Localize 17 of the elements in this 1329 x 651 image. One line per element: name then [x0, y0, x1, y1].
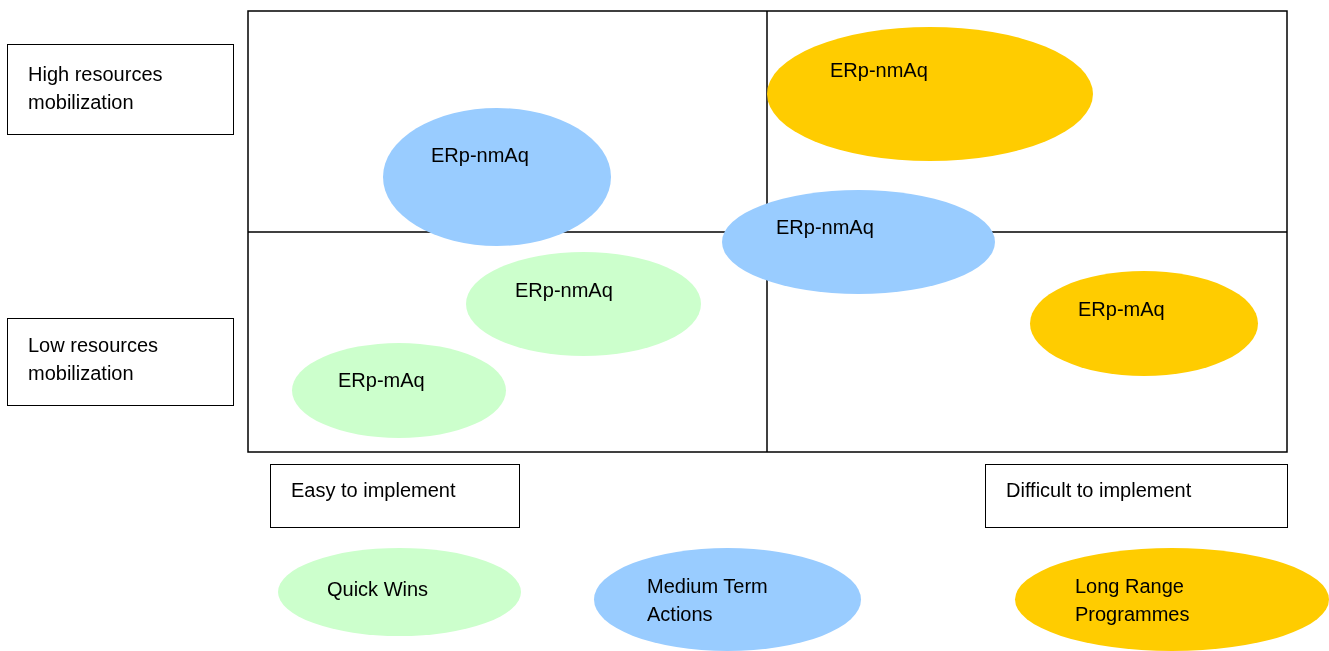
node-label: ERp-nmAq: [515, 278, 614, 303]
node-label: Long Range Programmes: [1075, 574, 1191, 627]
node-label: High resources mobilization: [28, 62, 164, 115]
node-label: Difficult to implement: [1006, 478, 1193, 503]
node-label: ERp-mAq: [338, 368, 426, 393]
node-label: ERp-nmAq: [776, 215, 875, 240]
node-label: ERp-mAq: [1078, 297, 1166, 322]
node-label: Easy to implement: [291, 478, 457, 503]
node-label: Medium Term Actions: [647, 574, 769, 627]
node-label: Low resources mobilization: [28, 333, 160, 386]
axis-label-box: [270, 464, 520, 528]
node-label: ERp-nmAq: [431, 143, 530, 168]
axis-label-box: [7, 318, 234, 406]
axis-label-box: [985, 464, 1288, 528]
node-label: ERp-nmAq: [830, 58, 929, 83]
node-label: Quick Wins: [327, 577, 430, 602]
axis-label-box: [7, 44, 234, 135]
